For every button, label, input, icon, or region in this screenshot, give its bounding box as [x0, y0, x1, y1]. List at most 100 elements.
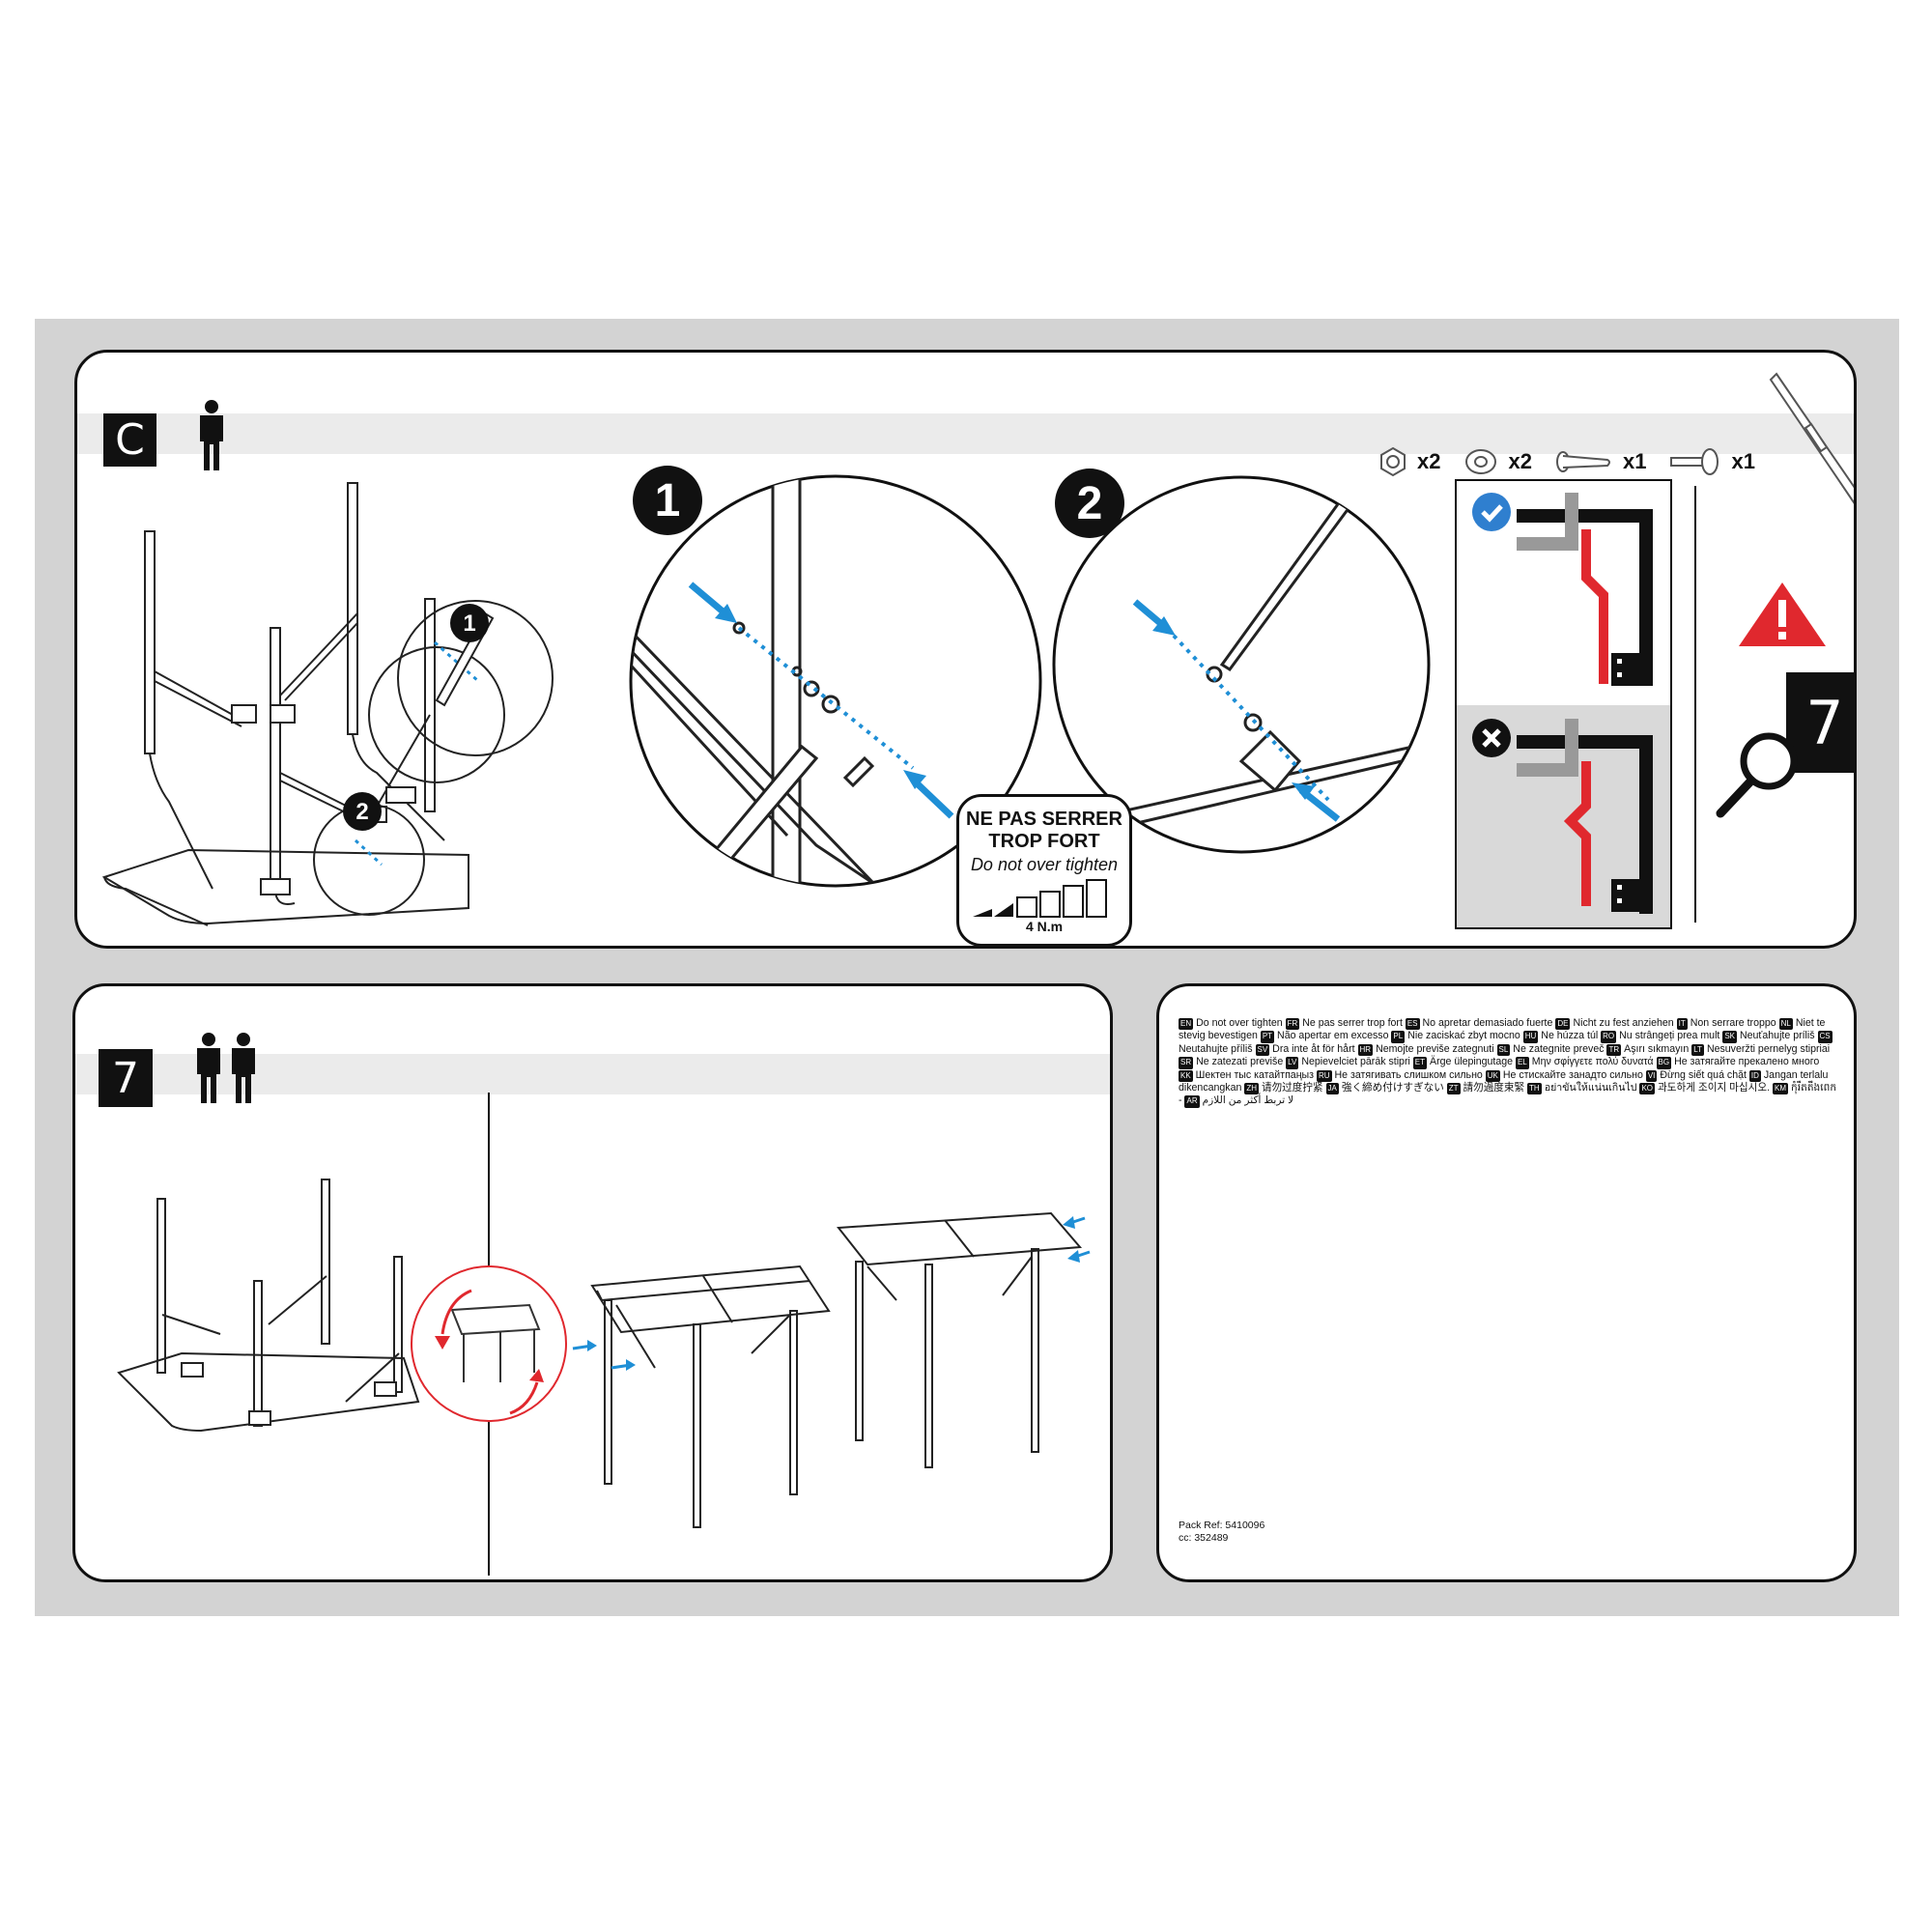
- detail-1-magnifier: [629, 474, 1042, 888]
- see-step-box: 7: [1786, 672, 1854, 773]
- language-code-badge: VI: [1645, 1069, 1658, 1083]
- pack-ref-text: Pack Ref: 5410096: [1179, 1520, 1265, 1531]
- nut-qty: x2: [1417, 449, 1441, 473]
- language-code-badge: RO: [1601, 1031, 1617, 1043]
- step-7-label: 7: [112, 1053, 139, 1103]
- language-code-badge: EN: [1179, 1018, 1194, 1031]
- language-warning-text: 请勿过度拧紧: [1262, 1082, 1326, 1094]
- language-warning-text: Nu strângeți prea mult: [1619, 1030, 1723, 1042]
- step-7-label-box: 7: [99, 1049, 153, 1107]
- warning-triangle-icon: [1739, 582, 1826, 646]
- detail-1-number: 1: [655, 475, 681, 526]
- detail-1-ring: [397, 600, 554, 756]
- language-code-badge: LV: [1286, 1057, 1299, 1069]
- language-code-badge: CS: [1817, 1031, 1833, 1043]
- step-c-header-band: [77, 413, 1854, 454]
- language-code-badge: KK: [1179, 1069, 1193, 1083]
- language-warning-text: Dra inte åt för hårt: [1272, 1042, 1358, 1055]
- language-warning-text: Nesuveržti pernelyg stipriai: [1706, 1042, 1831, 1055]
- pack-reference: Pack Ref: 5410096 cc: 352489: [1179, 1520, 1264, 1545]
- warning-subtitle: Do not over tighten: [970, 855, 1119, 874]
- language-code-badge: KM: [1773, 1083, 1789, 1095]
- language-warning-text: Nie zaciskać zbyt mocno: [1407, 1030, 1523, 1042]
- language-code-badge: PT: [1260, 1031, 1275, 1043]
- warning-title-line2: TROP FORT: [988, 831, 1100, 852]
- language-warning-text: 請勿過度束緊: [1463, 1082, 1528, 1094]
- language-warning-text: Ne húzza túl: [1541, 1030, 1602, 1042]
- language-code-badge: SL: [1496, 1043, 1511, 1057]
- overview-callout-2: 2: [355, 799, 368, 825]
- language-warning-text: Не стискайте занадто сильно: [1502, 1068, 1646, 1081]
- washer-icon: [1465, 449, 1497, 474]
- language-warning-text: Do not over tighten: [1196, 1017, 1286, 1029]
- torque-scale-icon: [973, 879, 1107, 918]
- step-c-label-box: C: [103, 413, 156, 467]
- language-warning-text: لا تربط أكثر من اللازم: [1202, 1094, 1294, 1107]
- language-warning-text: Aşırı sıkmayın: [1624, 1042, 1692, 1055]
- detail-2-magnifier: [1052, 475, 1431, 854]
- language-warning-text: Ärge ülepingutage: [1430, 1056, 1516, 1068]
- warning-title-line1: NE PAS SERRER: [966, 809, 1122, 830]
- language-warning-text: កុំរឹតតឹងពេក -: [1179, 1082, 1837, 1107]
- language-code-badge: TR: [1606, 1043, 1622, 1057]
- language-warning-text: 과도하게 조이지 마십시오.: [1658, 1082, 1774, 1094]
- language-code-badge: ID: [1748, 1069, 1761, 1083]
- language-code-badge: DE: [1555, 1018, 1571, 1031]
- language-warning-text: Шектен тыс катайтпаңыз: [1195, 1068, 1317, 1081]
- step-c-label: C: [115, 415, 145, 465]
- language-code-badge: FR: [1285, 1018, 1300, 1031]
- magnifier-icon: [1716, 732, 1798, 818]
- language-warning-text: Đừng siết quá chặt: [1660, 1068, 1749, 1081]
- language-warning-text: อย่าขันให้แน่นเกินไป: [1544, 1082, 1640, 1094]
- language-code-badge: UK: [1485, 1069, 1500, 1083]
- language-warning-text: Jangan terlalu dikencangkan: [1179, 1068, 1829, 1094]
- language-code-badge: RU: [1316, 1069, 1332, 1083]
- two-persons-icon: [197, 1033, 255, 1103]
- language-code-badge: IT: [1676, 1018, 1688, 1031]
- cc-code-text: cc: 352489: [1179, 1532, 1229, 1544]
- torque-warning-title: NE PAS SERRER TROP FORT: [959, 809, 1129, 853]
- language-code-badge: TH: [1527, 1083, 1542, 1095]
- language-warning-text: Nemojte previše zategnuti: [1376, 1042, 1497, 1055]
- nut-icon: [1380, 446, 1406, 477]
- language-code-badge: ES: [1405, 1018, 1420, 1031]
- detail-2-callout-circle: 2: [1055, 469, 1124, 538]
- language-warning-text: Μην σφίγγετε πολύ δυνατά: [1531, 1056, 1657, 1068]
- torque-value: 4 N.m: [1025, 919, 1064, 934]
- language-code-badge: KO: [1639, 1083, 1656, 1095]
- language-code-badge: SK: [1722, 1031, 1737, 1043]
- overview-callout-1: 1: [463, 611, 475, 637]
- language-warning-text: Nepievelciet pārāk stipri: [1301, 1056, 1413, 1068]
- language-warning-text: Niet te stevig bevestigen: [1179, 1017, 1826, 1042]
- language-warning-text: 強く締め付けすぎない: [1341, 1082, 1447, 1094]
- language-warning-text: Ne pas serrer trop fort: [1302, 1017, 1406, 1029]
- language-code-badge: SV: [1255, 1043, 1270, 1057]
- detail-1-callout-circle: 1: [633, 466, 702, 535]
- language-warning-text: Non serrare troppo: [1690, 1017, 1779, 1029]
- torque-warning-box: NE PAS SERRER TROP FORT Do not over tigh…: [956, 794, 1132, 947]
- screw-icon: [1670, 448, 1719, 475]
- language-code-badge: SR: [1179, 1057, 1194, 1069]
- language-warning-text: Ne zategnite preveč: [1513, 1042, 1607, 1055]
- language-code-badge: ZH: [1244, 1083, 1259, 1095]
- language-code-badge: EL: [1515, 1057, 1529, 1069]
- language-warning-text: Neutahujte příliš: [1179, 1042, 1256, 1055]
- language-code-badge: JA: [1325, 1083, 1339, 1095]
- parts-list: x2 x2 x1 x1 x1: [1377, 372, 1854, 513]
- see-step-number: 7: [1805, 687, 1844, 758]
- flip-table-sequence-drawing: [117, 1093, 1091, 1576]
- language-warning-text: Не затягивать слишком сильно: [1334, 1068, 1486, 1081]
- table-underside-drawing: 1 2: [101, 482, 554, 926]
- language-code-badge: PL: [1391, 1031, 1406, 1043]
- brace-bar-icon: [1769, 372, 1854, 504]
- correct-incorrect-orientation-box: [1455, 479, 1672, 929]
- language-warning-text: Не затягайте прекалено много: [1674, 1056, 1820, 1068]
- language-code-badge: LT: [1691, 1043, 1704, 1057]
- washer-qty: x2: [1508, 449, 1532, 473]
- language-code-badge: HU: [1522, 1031, 1539, 1043]
- language-warning-text: Não apertar em excesso: [1277, 1030, 1392, 1042]
- language-code-badge: HR: [1357, 1043, 1374, 1057]
- one-person-icon: [200, 400, 223, 470]
- language-code-badge: ZT: [1446, 1083, 1461, 1095]
